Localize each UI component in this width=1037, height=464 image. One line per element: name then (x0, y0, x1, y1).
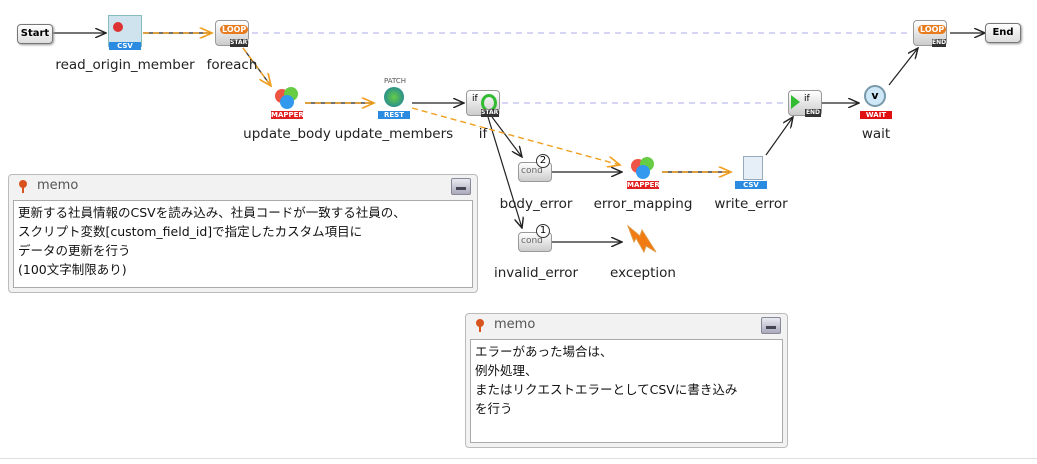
if-end-icon (791, 95, 800, 109)
cond-order: 1 (536, 224, 550, 238)
csv-write-node[interactable]: CSV (735, 155, 767, 189)
minimize-button[interactable] (451, 178, 471, 195)
minimize-button[interactable] (761, 317, 781, 334)
node-label: if (478, 126, 488, 142)
cond-icon: cond (521, 166, 543, 176)
edge-write-ifend (765, 117, 793, 156)
clock-icon: v (864, 85, 886, 107)
memo-text[interactable]: 更新する社員情報のCSVを読み込み、社員コードが一致する社員の、 スクリプト変数… (13, 200, 473, 288)
edge-if-invalid-error (487, 116, 522, 228)
memo-panel[interactable]: memo 更新する社員情報のCSVを読み込み、社員コードが一致する社員の、 スク… (8, 174, 478, 293)
node-label: wait (861, 126, 891, 142)
cond-icon: cond (521, 236, 543, 246)
node-label: exception (610, 265, 676, 281)
memo-title: memo (494, 317, 536, 332)
start-node[interactable]: Start (17, 24, 53, 44)
pin-icon (476, 319, 484, 332)
pin-icon (19, 180, 27, 193)
http-method: PATCH (384, 77, 407, 85)
node-label: invalid_error (493, 265, 579, 281)
if-icon: if (804, 94, 810, 104)
divider (0, 458, 1037, 459)
memo-panel[interactable]: memo エラーがあった場合は、 例外処理、 またはリクエストエラーとしてCSV… (465, 313, 788, 448)
end-node[interactable]: End (985, 23, 1021, 43)
memo-title: memo (37, 178, 79, 193)
memo-text[interactable]: エラーがあった場合は、 例外処理、 またはリクエストエラーとしてCSVに書き込み… (470, 339, 783, 443)
node-label: read_origin_member (55, 57, 195, 73)
exception-node[interactable] (626, 224, 660, 260)
csv-icon (743, 156, 763, 180)
mapper-node[interactable]: MAPPER (271, 85, 304, 119)
node-label: update_members (334, 126, 454, 142)
node-label: error_mapping (593, 196, 693, 212)
loop-icon: LOOP (220, 25, 249, 34)
cond-order: 2 (536, 154, 550, 168)
node-label: body_error (499, 196, 573, 212)
if-icon: if (472, 94, 478, 104)
node-label: update_body (243, 126, 331, 142)
node-label: foreach (206, 57, 258, 73)
edge-if-body-error (491, 116, 522, 157)
lightning-icon (626, 224, 657, 254)
node-label: write_error (714, 196, 788, 212)
loop-icon: LOOP (918, 25, 947, 34)
mapper-node[interactable]: MAPPER (627, 155, 660, 189)
edge-rest-error-mapping (411, 107, 620, 165)
csv-icon (113, 22, 123, 32)
edge-wait-loopend (888, 48, 918, 86)
csv-read-node[interactable]: CSV (108, 15, 142, 50)
edge-foreach-update-body (242, 47, 271, 86)
globe-icon (384, 87, 404, 107)
